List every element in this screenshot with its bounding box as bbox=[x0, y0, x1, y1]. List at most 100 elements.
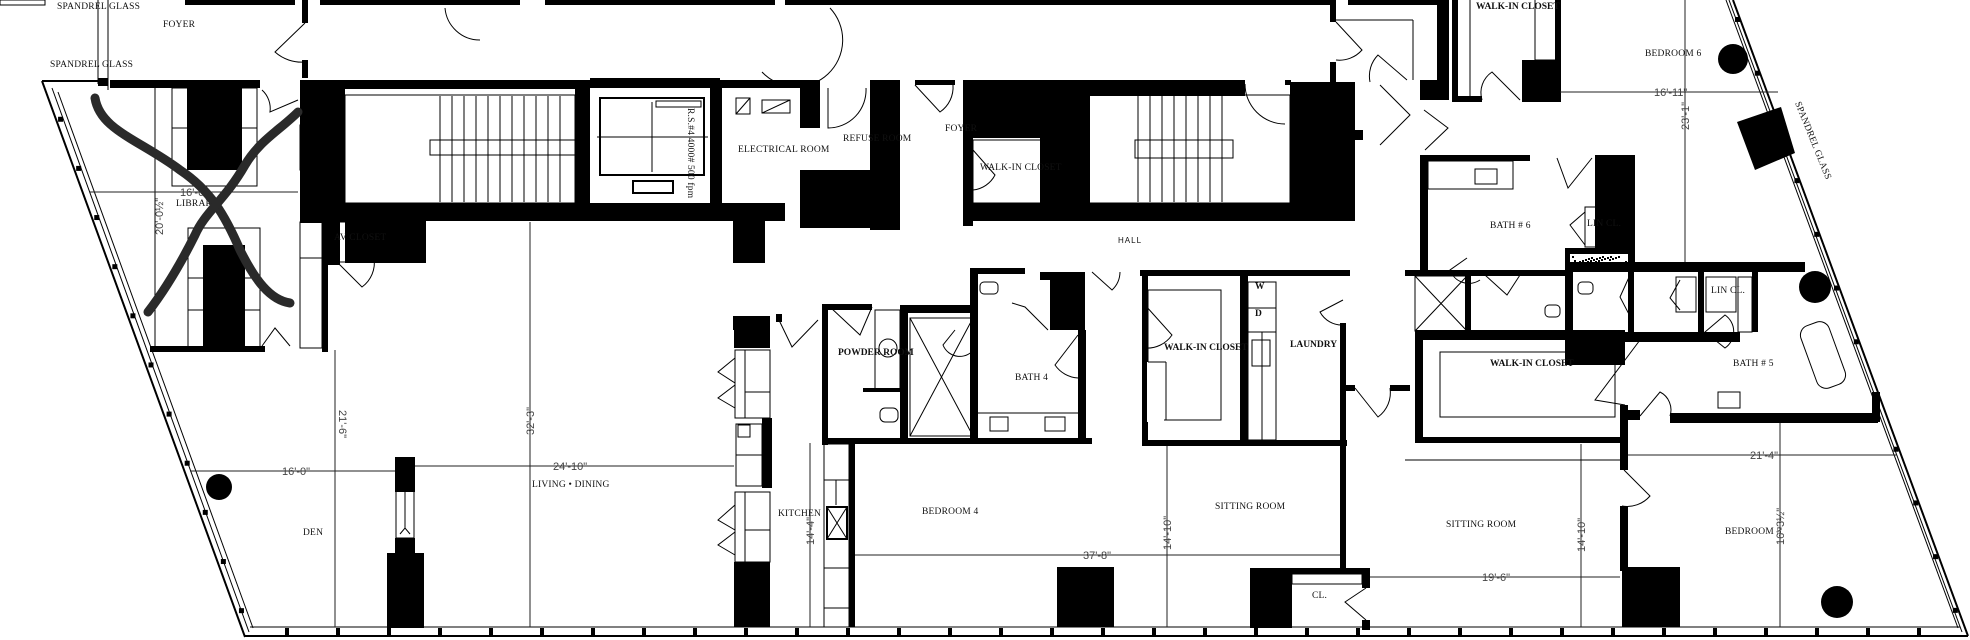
mullion bbox=[795, 628, 799, 635]
speckle bbox=[1574, 260, 1576, 262]
mullion bbox=[489, 628, 493, 635]
column bbox=[1799, 271, 1831, 303]
den-label: DEN bbox=[303, 528, 323, 538]
bedroom-6-depth-dim: 23'-1" bbox=[1680, 102, 1692, 130]
mullion bbox=[1933, 554, 1939, 560]
sitting-2-depth-dim: 14'-10" bbox=[1576, 518, 1588, 552]
kitchen-label: KITCHEN bbox=[778, 509, 821, 519]
laundry-label: LAUNDRY bbox=[1290, 340, 1337, 350]
speckle bbox=[1615, 257, 1617, 259]
speckle bbox=[1582, 260, 1584, 262]
av-closet-label: AV CLOSET bbox=[334, 233, 386, 243]
living-width-dim: 24'-10" bbox=[553, 461, 587, 473]
speckle bbox=[1604, 258, 1606, 260]
mullion bbox=[202, 509, 208, 515]
bedroom-4-width-dim: 37'-8" bbox=[1083, 550, 1111, 562]
mullion bbox=[1834, 285, 1840, 291]
speckle bbox=[1602, 256, 1604, 258]
mullion bbox=[76, 165, 82, 171]
building-core: R.S.#4 4000# 500 fpm bbox=[110, 78, 1411, 330]
bedroom-5-label: BEDROOM 5 bbox=[1725, 527, 1781, 537]
mullion bbox=[1254, 628, 1258, 635]
electrical-room-label: ELECTRICAL ROOM bbox=[738, 145, 830, 155]
av-closet: AV CLOSET bbox=[327, 205, 426, 288]
column bbox=[206, 474, 232, 500]
mullion bbox=[540, 628, 544, 635]
mullion bbox=[184, 460, 190, 466]
mullion bbox=[387, 628, 391, 635]
speckle bbox=[1612, 258, 1614, 260]
sitting-room-2-label: SITTING ROOM bbox=[1446, 520, 1517, 530]
den-width-dim: 16'-0" bbox=[282, 466, 310, 478]
mullion bbox=[1407, 628, 1411, 635]
mullion bbox=[1509, 628, 1513, 635]
crossout-mark bbox=[90, 93, 295, 308]
spandrel-top-label: SPANDREL GLASS bbox=[57, 2, 140, 12]
spandrel-left-label: SPANDREL GLASS bbox=[50, 60, 133, 70]
foyer-main-label: FOYER bbox=[163, 20, 196, 30]
living-area: 21'-6" 16'-0" DEN 32'-3" 24'-10" LIVING … bbox=[190, 222, 734, 628]
mullion bbox=[1913, 500, 1919, 506]
speckle bbox=[1598, 260, 1600, 262]
powder-room-label: POWDER ROOM bbox=[838, 348, 914, 358]
mullion bbox=[999, 628, 1003, 635]
window-mullions bbox=[285, 628, 1921, 635]
mullion bbox=[94, 215, 100, 221]
bath-5-label: BATH # 5 bbox=[1733, 359, 1774, 369]
lin-cl-2-label: LIN CL. bbox=[1711, 286, 1745, 296]
elevator-label: R.S.#4 4000# 500 fpm bbox=[685, 108, 696, 199]
stair-2 bbox=[1137, 96, 1223, 202]
library-depth-dim: 20'-0½" bbox=[154, 198, 166, 235]
dryer-label: D bbox=[1255, 309, 1262, 319]
mullion bbox=[285, 628, 289, 635]
mullion bbox=[1853, 339, 1859, 345]
sitting-room-1-label: SITTING ROOM bbox=[1215, 502, 1286, 512]
mullion bbox=[166, 411, 172, 417]
speckle bbox=[1599, 257, 1601, 259]
mullion bbox=[336, 628, 340, 635]
mullion bbox=[591, 628, 595, 635]
speckle bbox=[1609, 259, 1611, 261]
mullion bbox=[1764, 628, 1768, 635]
mullion bbox=[744, 628, 748, 635]
mullion bbox=[1203, 628, 1207, 635]
speckle bbox=[1593, 259, 1595, 261]
mullion bbox=[1458, 628, 1462, 635]
column bbox=[1821, 586, 1853, 618]
mullion bbox=[438, 628, 442, 635]
mullion bbox=[642, 628, 646, 635]
mullion bbox=[1356, 628, 1360, 635]
mullion bbox=[1050, 628, 1054, 635]
bedroom-4-suite: POWDER ROOM BATH 4 BEDROOM 4 37'-8" bbox=[822, 268, 1340, 627]
speckle bbox=[1588, 258, 1590, 260]
sitting-1-depth-dim: 14'-10" bbox=[1162, 516, 1174, 550]
washer-label: W bbox=[1255, 282, 1265, 292]
bedroom-6-width-dim: 16'-11" bbox=[1654, 87, 1687, 99]
mullion bbox=[1734, 16, 1740, 22]
speckle bbox=[1601, 259, 1603, 261]
mullion bbox=[897, 628, 901, 635]
sitting-2-width-dim: 19'-6" bbox=[1482, 572, 1510, 584]
window-mullions-left bbox=[58, 116, 244, 614]
mullion bbox=[1815, 628, 1819, 635]
lin-cl-1-label: LIN CL. bbox=[1587, 219, 1621, 229]
mullion bbox=[130, 313, 136, 319]
mullion bbox=[1866, 628, 1870, 635]
crossout-mark bbox=[143, 107, 303, 317]
library: 16'-6" LIBRARY 20'-0½" bbox=[90, 87, 328, 352]
hall-label: HALL bbox=[1118, 236, 1142, 245]
closet-label: CL. bbox=[1312, 591, 1327, 601]
mullion bbox=[1893, 446, 1899, 452]
bedroom-5-depth-dim: 16'-3½" bbox=[1775, 508, 1787, 545]
mullion bbox=[1152, 628, 1156, 635]
den-depth-dim: 21'-6" bbox=[336, 410, 348, 438]
kitchen-depth-dim: 14'-4" bbox=[805, 517, 817, 545]
mullion bbox=[948, 628, 952, 635]
mullion bbox=[1305, 628, 1309, 635]
walk-in-closet-top-label: WALK-IN CLOSET bbox=[1476, 2, 1560, 12]
mullion bbox=[693, 628, 697, 635]
kitchen: KITCHEN 14'-4" bbox=[717, 314, 855, 628]
mullion bbox=[1952, 607, 1958, 613]
speckle bbox=[1610, 256, 1612, 258]
